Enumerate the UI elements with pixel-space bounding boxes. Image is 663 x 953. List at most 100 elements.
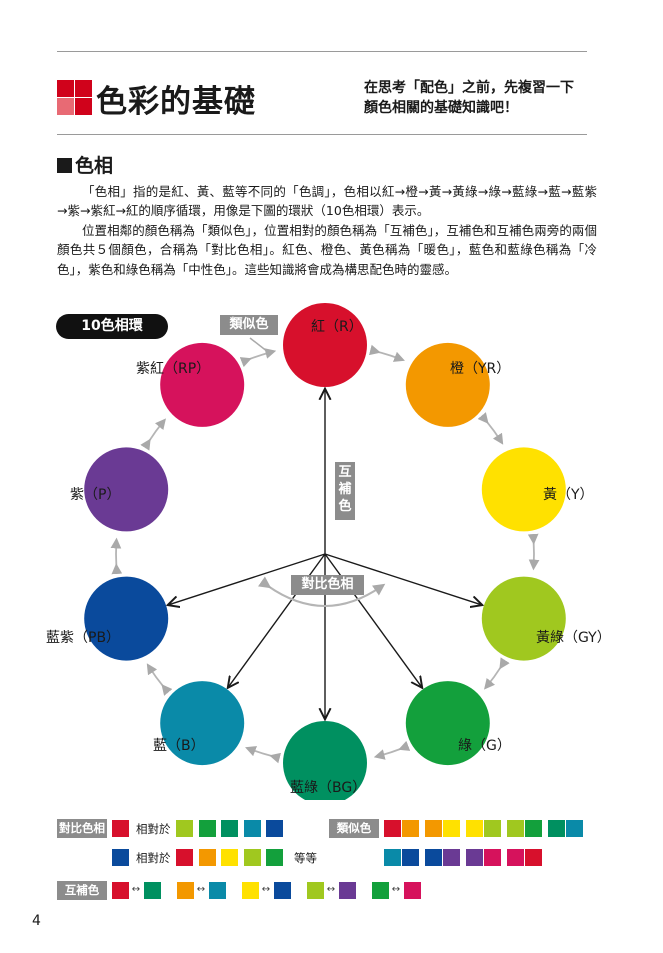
- contrast-swatch: [198, 849, 216, 866]
- similar-swatch: [384, 849, 401, 866]
- contrast-base-swatch: [112, 849, 129, 866]
- contrast-swatch: [198, 820, 216, 837]
- label-purple: 紫（P）: [70, 487, 121, 503]
- complement-label: 互補色: [335, 462, 355, 520]
- etc-text: 等等: [294, 851, 317, 865]
- neighbour-arrow: [373, 740, 411, 760]
- subtitle-line-1: 在思考「配色」之前，先複習一下: [364, 80, 574, 96]
- logo-square-2: [75, 80, 92, 97]
- similar-swatch: [466, 849, 483, 866]
- top-rule: [57, 51, 587, 52]
- label-orange: 橙（YR）: [450, 361, 511, 377]
- subtitle-line-2: 顏色相關的基礎知識吧！: [364, 100, 518, 116]
- contrast-swatch: [266, 820, 283, 837]
- label-yellow-green: 黃綠（GY）: [536, 630, 611, 646]
- contrast-arrow: [324, 553, 421, 687]
- heading-square-icon: [57, 158, 72, 173]
- similar-swatch: [525, 849, 542, 866]
- similar-swatch: [384, 820, 401, 837]
- complement-swatch: [307, 882, 324, 899]
- label-green: 綠（G）: [458, 738, 511, 754]
- double-arrow-icon: ↔: [326, 884, 336, 895]
- section-heading: 色相: [57, 151, 113, 178]
- contrast-swatch: [266, 849, 283, 866]
- similar-swatch: [443, 849, 460, 866]
- hue-circle-yellow: [481, 447, 566, 532]
- similar-swatch: [507, 849, 524, 866]
- similar-swatch: [484, 849, 501, 866]
- contrast-arrow: [229, 553, 326, 687]
- hue-circle-orange: [405, 342, 490, 427]
- neighbour-arrow: [477, 412, 504, 445]
- complement-swatch: [274, 882, 291, 899]
- contrast-arc: [258, 576, 386, 607]
- label-red: 紅（R）: [311, 319, 363, 335]
- section-heading-text: 色相: [75, 155, 114, 177]
- neighbour-arrow: [146, 663, 173, 696]
- complement-swatch: [177, 882, 194, 899]
- contrast-arrow: [324, 553, 481, 605]
- hue-circle-purple: [84, 447, 169, 532]
- complement-label-text: 互補色: [338, 465, 352, 514]
- similar-swatch: [402, 849, 419, 866]
- contrast-swatch: [243, 849, 261, 866]
- neighbour-arrow: [368, 344, 405, 362]
- contrast-swatch: [176, 820, 193, 837]
- contrast-swatch: [243, 820, 261, 837]
- contrast-base-swatch: [112, 820, 129, 837]
- double-arrow-icon: ↔: [131, 884, 141, 895]
- double-arrow-icon: ↔: [196, 884, 206, 895]
- similar-swatch: [566, 820, 583, 837]
- label-red-purple: 紫紅（RP）: [136, 361, 211, 377]
- hue-circle-red: [283, 303, 367, 387]
- relative-to-text-1: 相對於: [136, 822, 171, 836]
- neighbour-arrow: [484, 657, 510, 690]
- contrast-hue-label: 對比色相: [291, 575, 364, 595]
- contrast-swatch: [221, 849, 238, 866]
- page-title: 色彩的基礎: [96, 84, 256, 120]
- neighbour-arrow: [140, 418, 166, 451]
- label-blue: 藍（B）: [153, 738, 205, 754]
- hue-circle-yellow-green: [481, 576, 566, 661]
- label-blue-green: 藍綠（BG）: [290, 780, 367, 796]
- double-arrow-icon: ↔: [261, 884, 271, 895]
- complement-swatch: [404, 882, 421, 899]
- similar-swatch: [443, 820, 460, 837]
- complement-swatch: [112, 882, 129, 899]
- similar-swatch: [484, 820, 501, 837]
- hue-circle-red-purple: [160, 342, 245, 427]
- paragraph-2: 位置相鄰的顏色稱為「類似色」，位置相對的顏色稱為「互補色」，互補色和互補色兩旁的…: [57, 223, 597, 277]
- page-subtitle: 在思考「配色」之前，先複習一下 顏色相關的基礎知識吧！: [364, 78, 574, 118]
- legend-similar-tag: 類似色: [329, 819, 379, 838]
- contrast-arrow: [169, 553, 326, 605]
- similar-swatch: [548, 820, 565, 837]
- similar-swatch: [466, 820, 483, 837]
- double-arrow-icon: ↔: [391, 884, 401, 895]
- complement-swatch: [144, 882, 161, 899]
- page-number: 4: [32, 913, 41, 929]
- logo-square-1: [57, 80, 74, 97]
- hue-wheel-badge: 10色相環: [56, 314, 168, 339]
- hue-wheel-diagram: [84, 303, 566, 800]
- neighbour-arrow: [239, 348, 277, 368]
- label-yellow: 黃（Y）: [543, 487, 594, 503]
- paragraph-1: 「色相」指的是紅、黃、藍等不同的「色調」，色相以紅→橙→黃→黃綠→綠→藍綠→藍→…: [57, 184, 597, 219]
- label-blue-purple: 藍紫（PB）: [46, 630, 121, 646]
- header-bottom-rule: [57, 134, 587, 135]
- hue-circle-blue-green: [283, 721, 367, 800]
- complement-swatch: [242, 882, 259, 899]
- legend-contrast-tag: 對比色相: [57, 819, 107, 838]
- legend-complement-tag: 互補色: [57, 881, 107, 900]
- logo-square-4: [75, 98, 92, 115]
- relative-to-text-2: 相對於: [136, 851, 171, 865]
- similar-swatch: [425, 820, 442, 837]
- contrast-swatch: [176, 849, 193, 866]
- similar-swatch: [425, 849, 442, 866]
- hue-circle-blue: [160, 681, 245, 766]
- contrast-swatch: [221, 820, 238, 837]
- logo-square-3: [57, 98, 74, 115]
- neighbour-arrow: [245, 746, 282, 764]
- hue-circle-blue-purple: [84, 576, 169, 661]
- complement-swatch: [209, 882, 226, 899]
- similar-swatch: [525, 820, 542, 837]
